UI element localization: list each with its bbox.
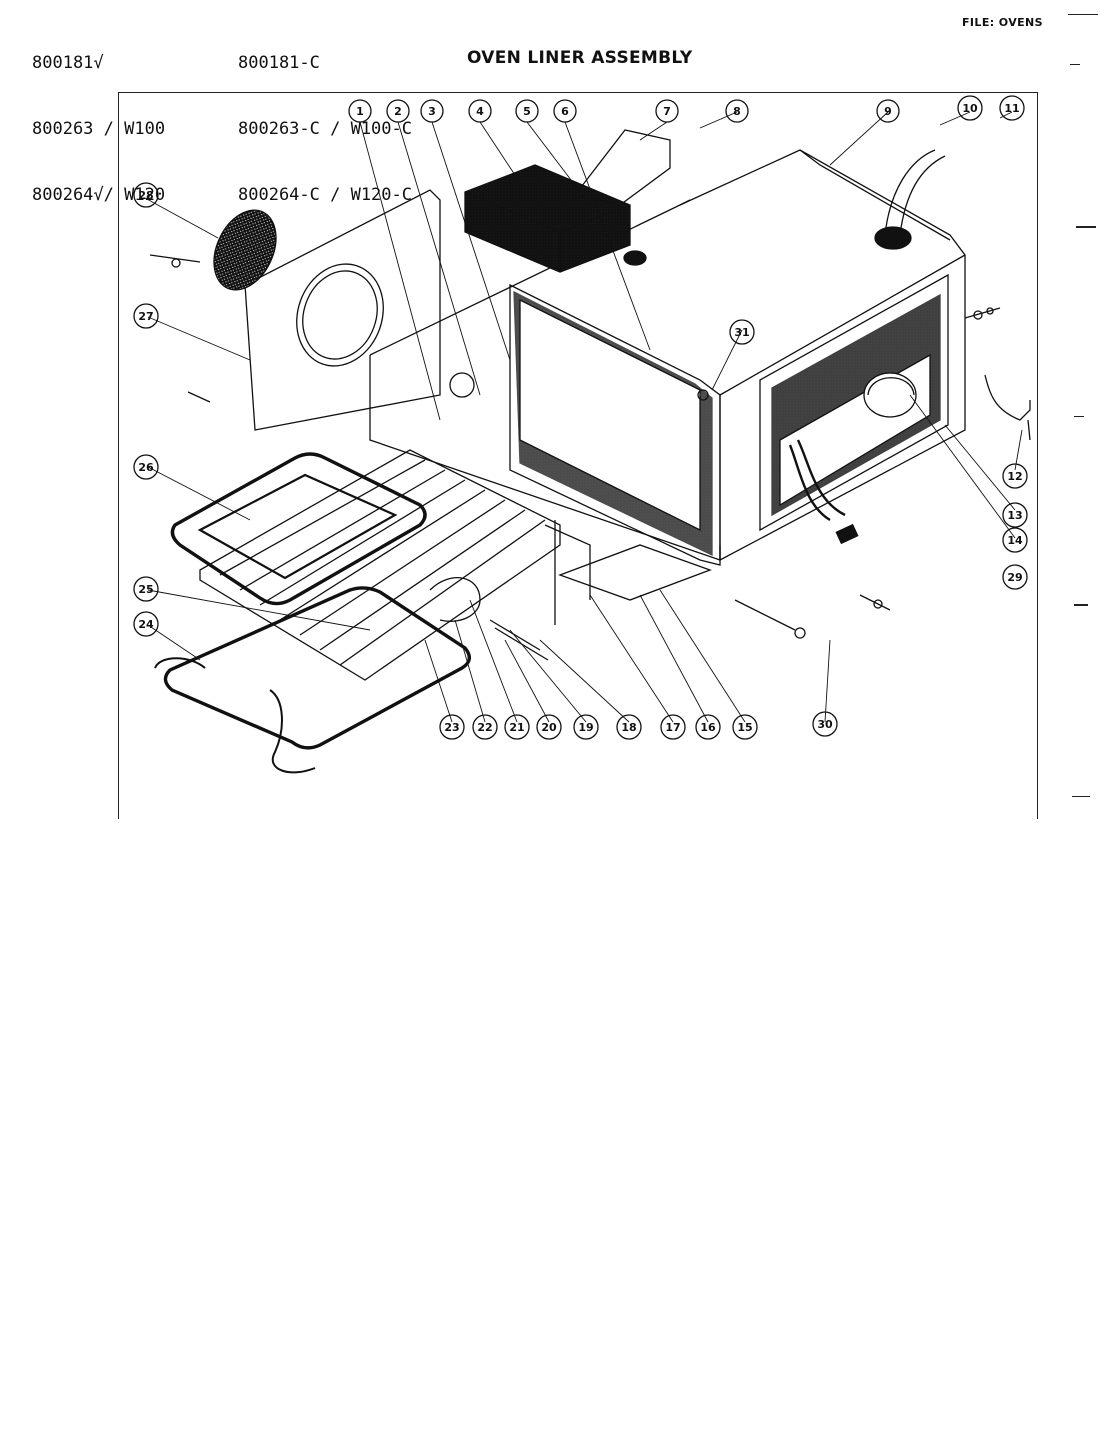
svg-text:28: 28 bbox=[138, 189, 153, 202]
callout-29: 29 bbox=[1002, 564, 1028, 590]
svg-text:27: 27 bbox=[138, 310, 153, 323]
callout-12: 12 bbox=[1002, 463, 1028, 489]
svg-text:3: 3 bbox=[428, 105, 436, 118]
callout-30: 30 bbox=[812, 711, 838, 737]
model-line: 800181-C bbox=[238, 53, 320, 73]
model-line: 800264√/ W120 bbox=[32, 185, 166, 205]
hardware-screws bbox=[187, 307, 1001, 403]
svg-text:15: 15 bbox=[737, 721, 752, 734]
scan-edge-mark bbox=[1074, 604, 1088, 606]
bottom-tray bbox=[558, 544, 712, 601]
lamp-socket-wiring bbox=[788, 439, 859, 545]
callout-9: 9 bbox=[876, 99, 900, 123]
svg-text:30: 30 bbox=[817, 718, 833, 731]
callout-18: 18 bbox=[616, 714, 642, 740]
top-cover-plate bbox=[573, 129, 671, 266]
svg-text:17: 17 bbox=[665, 721, 680, 734]
oven-cavity-left bbox=[509, 283, 721, 566]
scan-edge-mark bbox=[1074, 416, 1084, 417]
scan-edge-mark bbox=[1068, 14, 1098, 15]
insulation-block bbox=[464, 164, 631, 273]
model-line: 800264-C / W120-C bbox=[238, 185, 412, 205]
callout-28: 28 bbox=[133, 182, 159, 208]
callout-5: 5 bbox=[515, 99, 539, 123]
model-line: 800263 / W100 bbox=[32, 119, 166, 139]
callout-26: 26 bbox=[133, 454, 159, 480]
model-line: 800181√ bbox=[32, 53, 104, 73]
svg-text:16: 16 bbox=[700, 721, 716, 734]
svg-text:20: 20 bbox=[541, 721, 557, 734]
svg-text:6: 6 bbox=[561, 105, 569, 118]
callout-27: 27 bbox=[133, 303, 159, 329]
svg-text:4: 4 bbox=[476, 105, 484, 118]
bake-element bbox=[154, 586, 471, 774]
svg-text:9: 9 bbox=[884, 105, 892, 118]
callout-31: 31 bbox=[729, 319, 755, 345]
callout-11: 11 bbox=[999, 95, 1025, 121]
svg-text:31: 31 bbox=[734, 326, 749, 339]
callout-1: 1 bbox=[348, 99, 372, 123]
svg-text:24: 24 bbox=[138, 618, 154, 631]
svg-text:14: 14 bbox=[1007, 534, 1023, 547]
callout-markers: 1 2 3 4 5 6 7 8 9 10 11 12 13 14 15 16 1… bbox=[133, 95, 1028, 740]
callout-16: 16 bbox=[695, 714, 721, 740]
callout-leaders bbox=[144, 111, 1023, 723]
oven-rack bbox=[199, 449, 591, 681]
callout-8: 8 bbox=[725, 99, 749, 123]
callout-2: 2 bbox=[386, 99, 410, 123]
callout-14: 14 bbox=[1002, 527, 1028, 553]
callout-24: 24 bbox=[133, 611, 159, 637]
cord-bracket bbox=[984, 374, 1031, 441]
callout-20: 20 bbox=[536, 714, 562, 740]
back-wall-panel bbox=[244, 189, 441, 431]
svg-text:25: 25 bbox=[138, 583, 153, 596]
svg-text:29: 29 bbox=[1007, 571, 1022, 584]
svg-text:7: 7 bbox=[663, 105, 671, 118]
svg-text:8: 8 bbox=[733, 105, 741, 118]
svg-text:18: 18 bbox=[621, 721, 636, 734]
scan-edge-mark bbox=[1072, 796, 1090, 797]
callout-13: 13 bbox=[1002, 502, 1028, 528]
callout-6: 6 bbox=[553, 99, 577, 123]
callout-10: 10 bbox=[957, 95, 983, 121]
model-line: 800263-C / W100-C bbox=[238, 119, 412, 139]
callout-17: 17 bbox=[660, 714, 686, 740]
svg-text:5: 5 bbox=[523, 105, 531, 118]
svg-text:26: 26 bbox=[138, 461, 154, 474]
svg-text:19: 19 bbox=[578, 721, 593, 734]
callout-3: 3 bbox=[420, 99, 444, 123]
broil-element bbox=[170, 452, 427, 606]
svg-text:11: 11 bbox=[1004, 102, 1019, 115]
svg-text:23: 23 bbox=[444, 721, 459, 734]
model-list-c-variant: 800181-C 800263-C / W100-C 800264-C / W1… bbox=[238, 8, 412, 228]
callout-21: 21 bbox=[504, 714, 530, 740]
svg-text:13: 13 bbox=[1007, 509, 1022, 522]
svg-text:22: 22 bbox=[477, 721, 492, 734]
callout-7: 7 bbox=[655, 99, 679, 123]
fan-guard-grille bbox=[149, 209, 277, 291]
svg-text:21: 21 bbox=[509, 721, 524, 734]
callout-15: 15 bbox=[732, 714, 758, 740]
vent-hose bbox=[874, 149, 946, 250]
callout-19: 19 bbox=[573, 714, 599, 740]
scan-edge-mark bbox=[1076, 226, 1096, 228]
probe-assembly bbox=[734, 594, 891, 639]
side-access-panel bbox=[759, 273, 949, 532]
model-list-standard: 800181√ 800263 / W100 800264√/ W120 bbox=[32, 8, 165, 228]
file-label: FILE: OVENS bbox=[962, 16, 1043, 29]
svg-text:12: 12 bbox=[1007, 470, 1022, 483]
scan-edge-mark bbox=[1070, 64, 1080, 65]
thermostat-sensor bbox=[429, 577, 549, 661]
callout-22: 22 bbox=[472, 714, 498, 740]
callout-23: 23 bbox=[439, 714, 465, 740]
svg-text:2: 2 bbox=[394, 105, 402, 118]
svg-text:10: 10 bbox=[962, 102, 978, 115]
callout-25: 25 bbox=[133, 576, 159, 602]
diagram-frame bbox=[118, 92, 1038, 819]
page-title: OVEN LINER ASSEMBLY bbox=[467, 48, 693, 68]
svg-text:1: 1 bbox=[356, 105, 364, 118]
callout-4: 4 bbox=[468, 99, 492, 123]
